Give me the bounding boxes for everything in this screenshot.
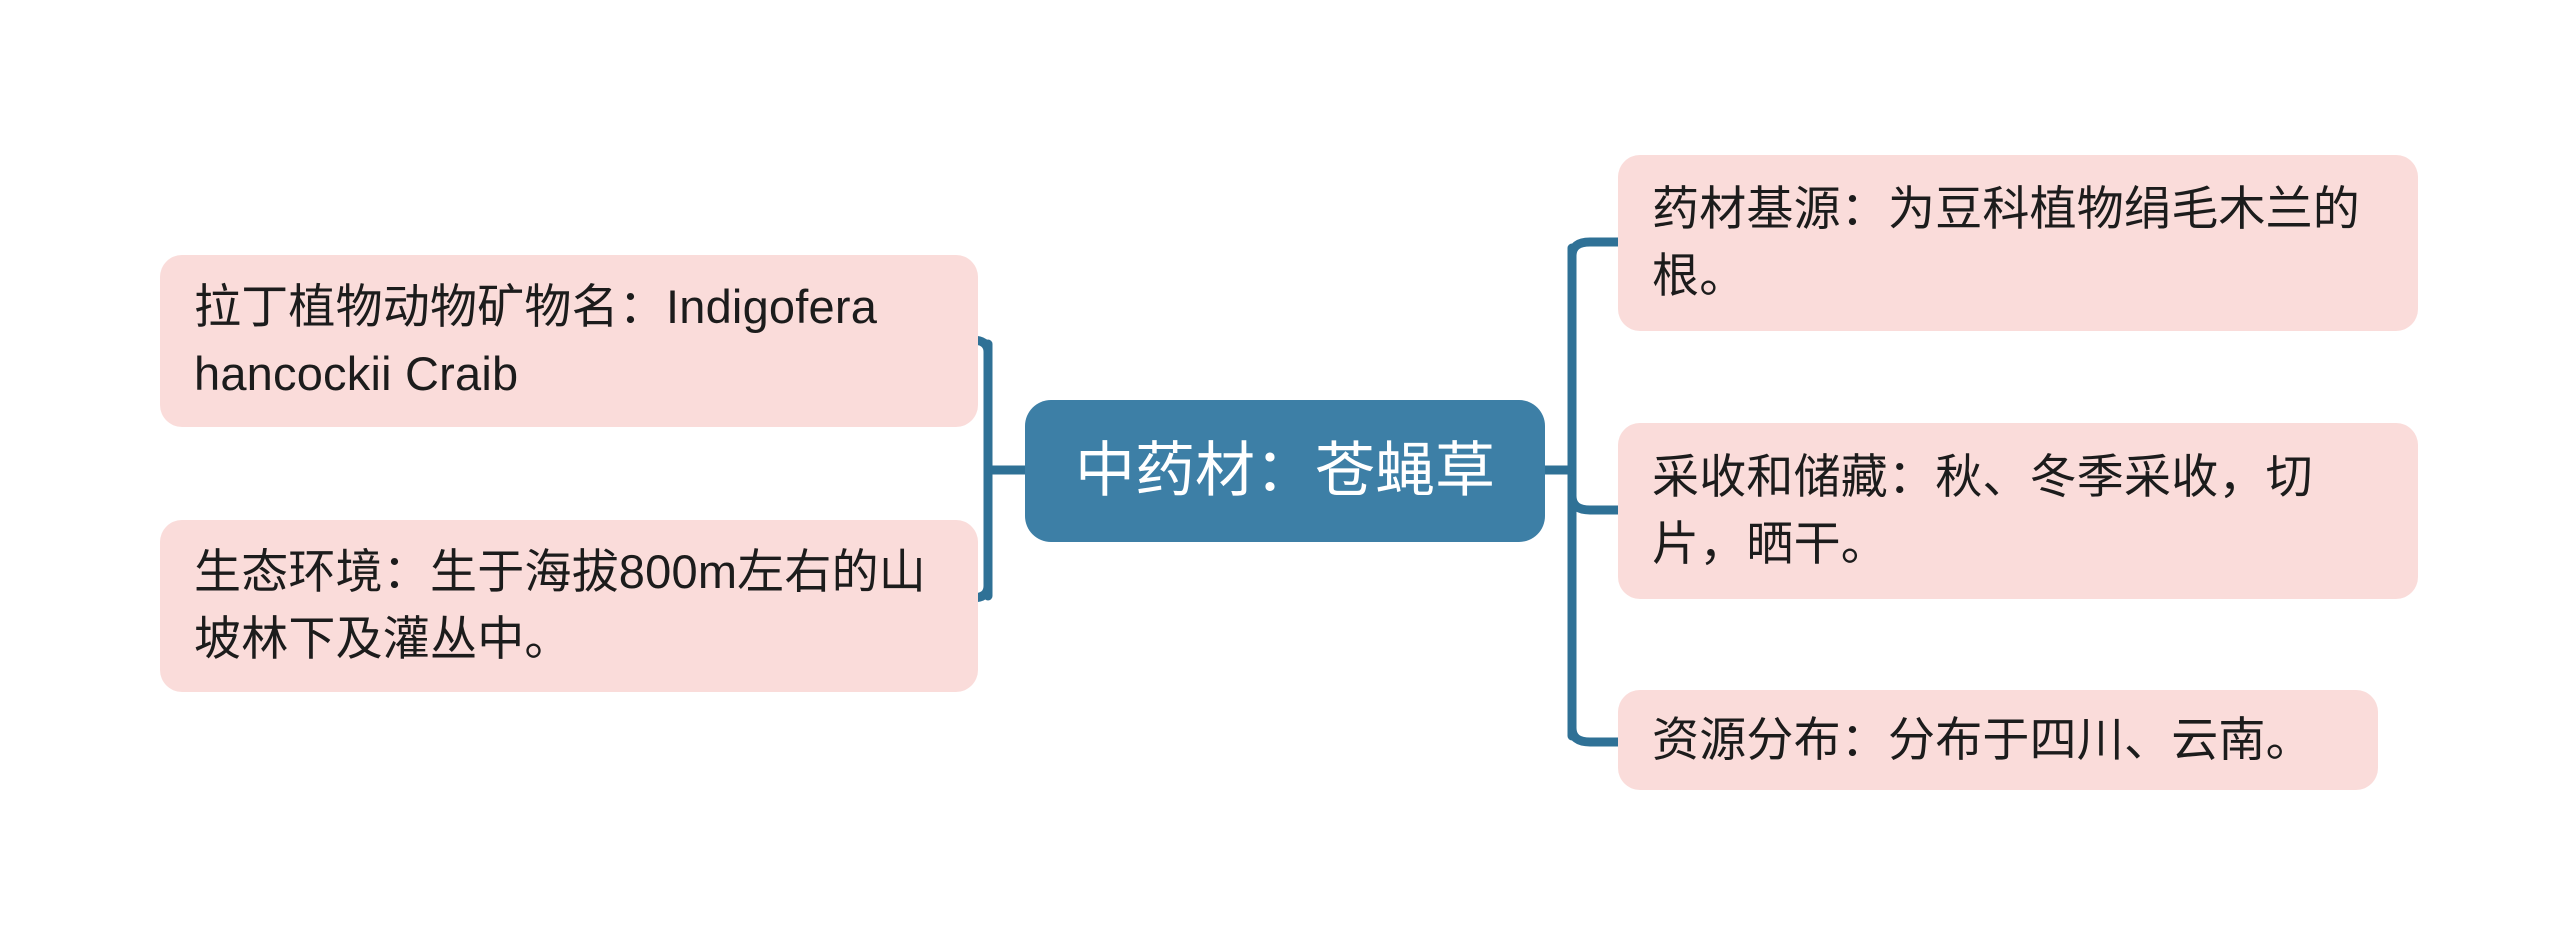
node-latin-name-label: 拉丁植物动物矿物名：Indigofera hancockii Craib (194, 280, 891, 400)
node-harvest-storage[interactable]: 采收和储藏：秋、冬季采收，切片，晒干。 (1618, 423, 2418, 599)
node-distribution-label: 资源分布：分布于四川、云南。 (1652, 712, 2313, 766)
node-central-topic-label: 中药材：苍蝇草 (1075, 437, 1495, 504)
node-ecology[interactable]: 生态环境：生于海拔800m左右的山坡林下及灌丛中。 (160, 520, 978, 692)
node-harvest-storage-label: 采收和储藏：秋、冬季采收，切片，晒干。 (1652, 450, 2313, 570)
node-central-topic[interactable]: 中药材：苍蝇草 (1025, 400, 1545, 542)
node-source-label: 药材基源：为豆科植物绢毛木兰的根。 (1652, 182, 2360, 302)
node-distribution[interactable]: 资源分布：分布于四川、云南。 (1618, 690, 2378, 790)
node-ecology-label: 生态环境：生于海拔800m左右的山坡林下及灌丛中。 (194, 545, 926, 665)
node-source[interactable]: 药材基源：为豆科植物绢毛木兰的根。 (1618, 155, 2418, 331)
node-latin-name[interactable]: 拉丁植物动物矿物名：Indigofera hancockii Craib (160, 255, 978, 427)
